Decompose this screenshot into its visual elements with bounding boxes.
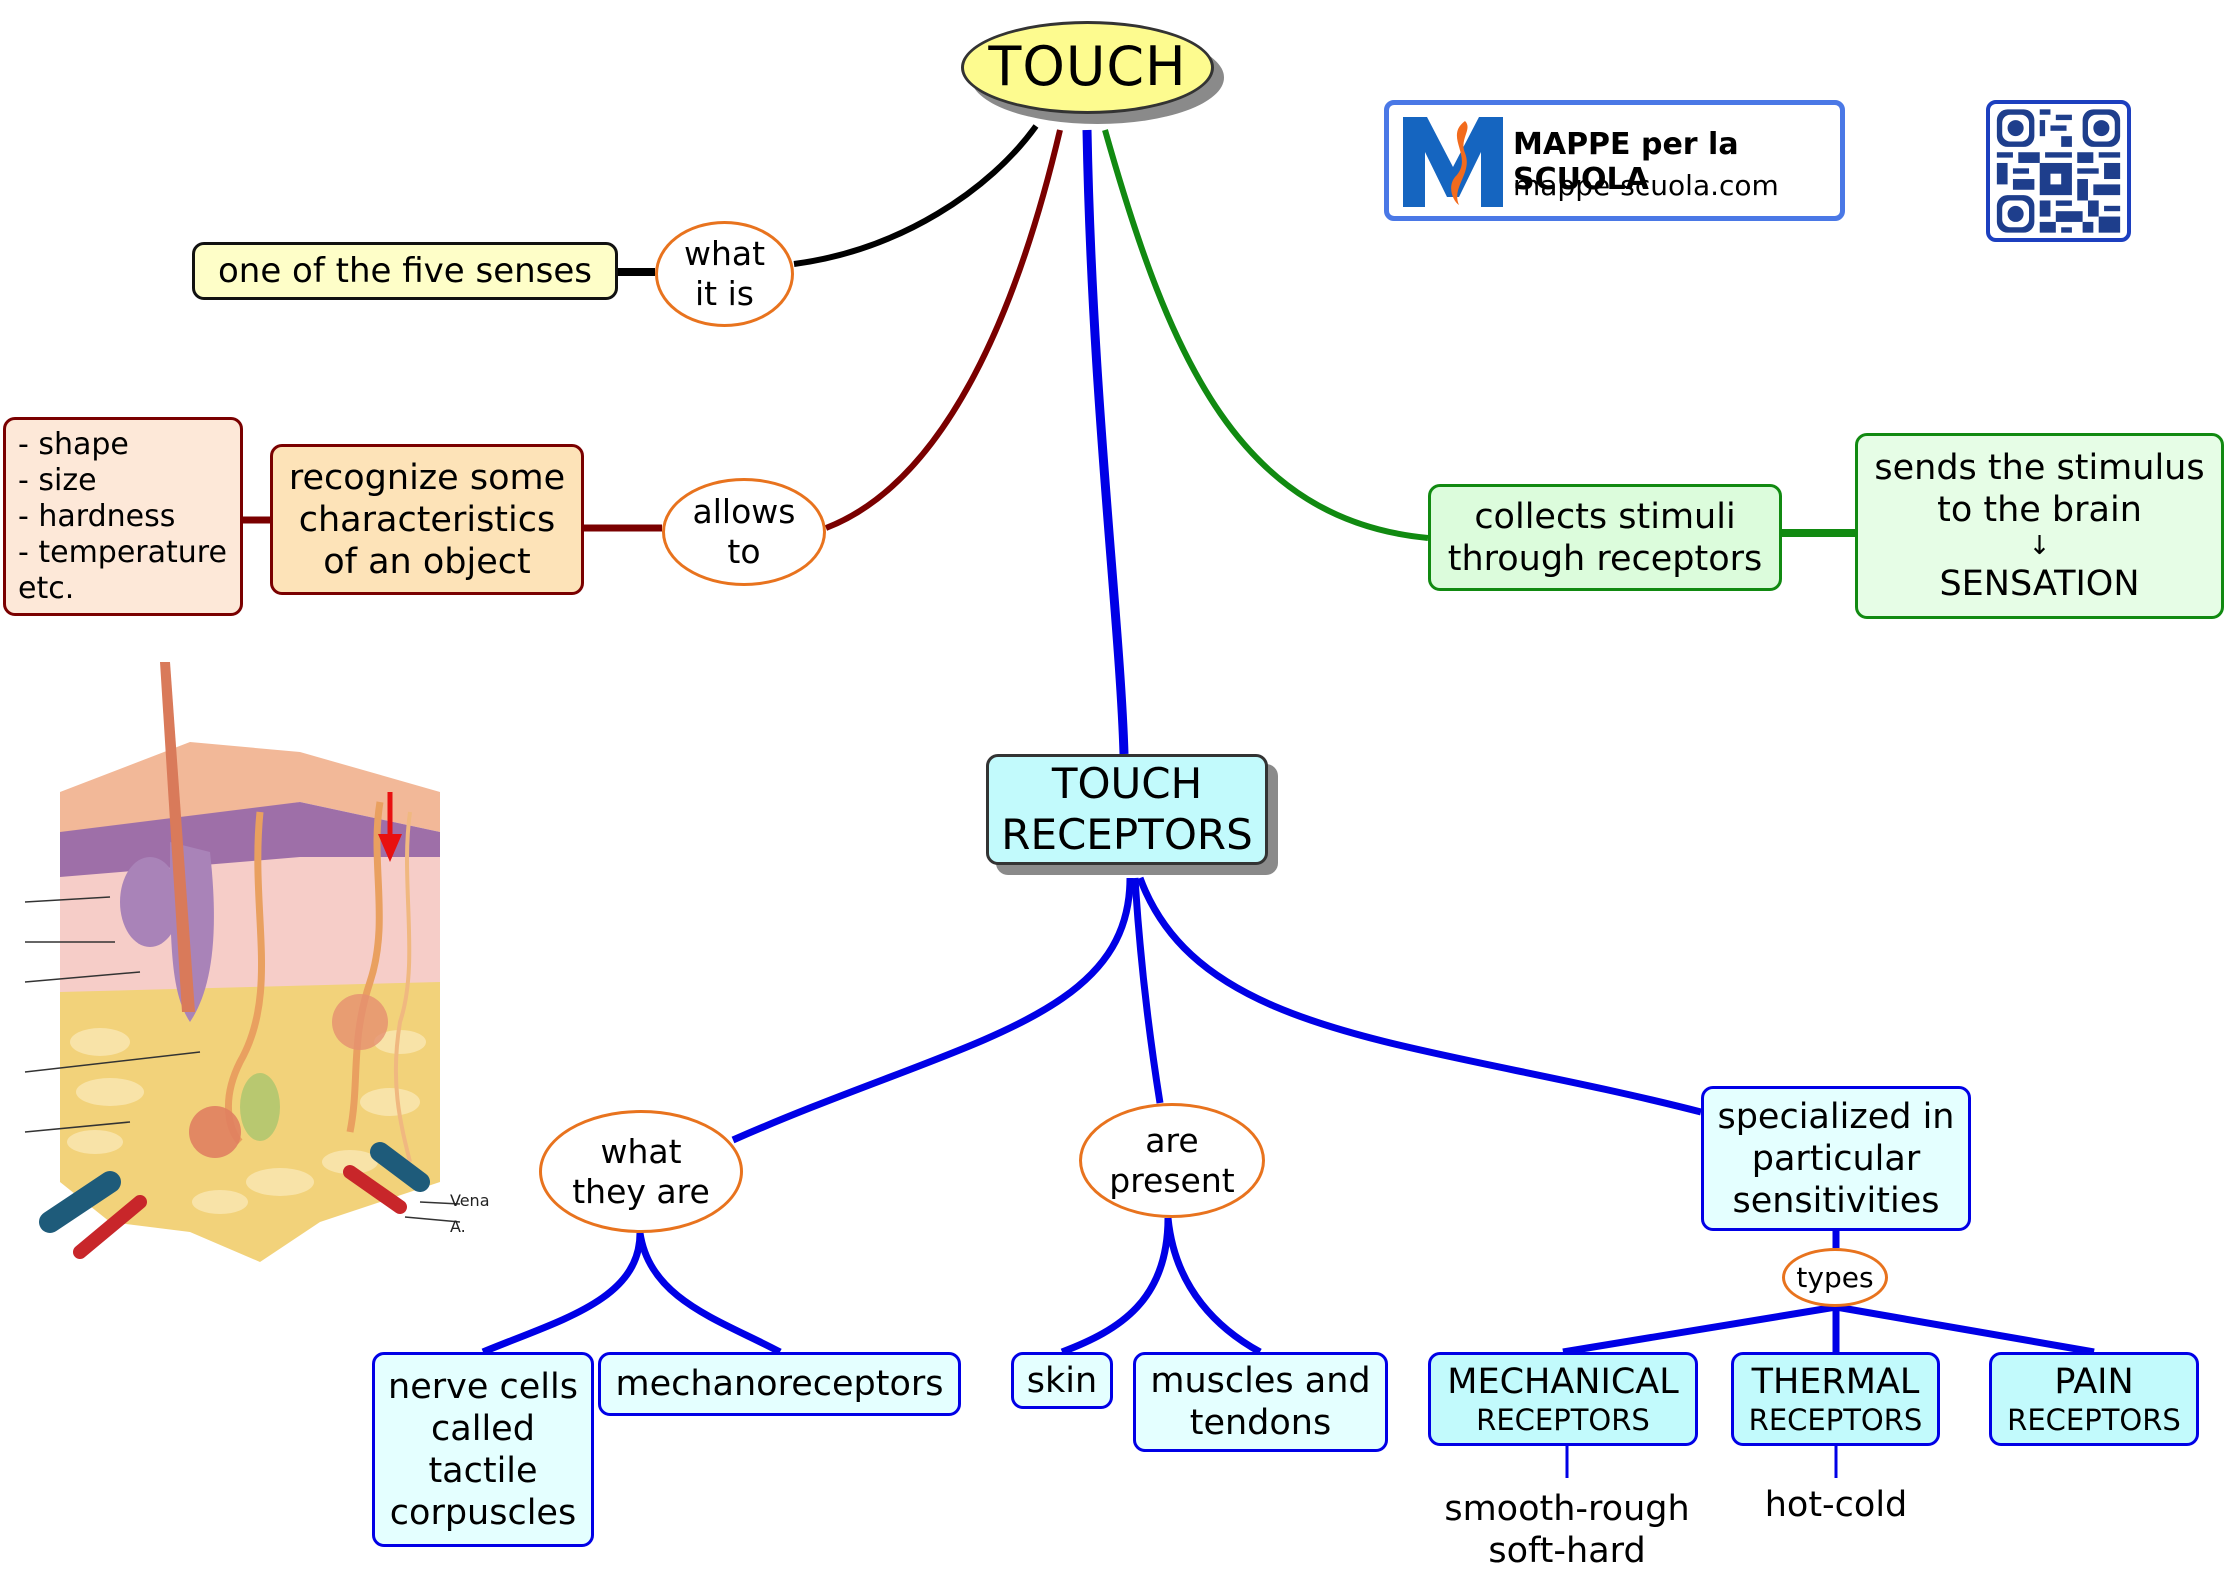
example-label: smooth-rough soft-hard: [1444, 1489, 1690, 1571]
connector-are-present[interactable]: are present: [1079, 1103, 1265, 1218]
example-mechanical: smooth-rough soft-hard: [1412, 1480, 1722, 1580]
connector-label: types: [1796, 1260, 1874, 1294]
node-sends-stimulus[interactable]: sends the stimulus to the brain ↓ SENSAT…: [1855, 433, 2224, 619]
brand-logo[interactable]: MAPPE per la SCUOLA mappe-scuola.com: [1384, 100, 1845, 221]
root-node-touch[interactable]: TOUCH: [961, 21, 1214, 114]
node-label: nerve cells called tactile corpuscles: [388, 1366, 578, 1533]
node-one-of-five-senses[interactable]: one of the five senses: [192, 242, 618, 300]
node-touch-receptors[interactable]: TOUCH RECEPTORS: [986, 754, 1268, 865]
connector-what-they-are[interactable]: what they are: [539, 1110, 743, 1233]
connector-label: what it is: [683, 234, 766, 313]
wire-what-they-are-nerve: [481, 1232, 644, 1356]
node-muscles-tendons[interactable]: muscles and tendons: [1133, 1352, 1388, 1452]
type-line2: RECEPTORS: [2007, 1402, 2181, 1437]
example-thermal: hot-cold: [1726, 1480, 1946, 1530]
node-thermal-receptors[interactable]: THERMAL RECEPTORS: [1731, 1352, 1940, 1446]
node-label-line1: sends the stimulus to the brain: [1874, 448, 2205, 531]
wire-root-what-it-is: [793, 124, 1039, 267]
sensation-label: SENSATION: [1939, 563, 2140, 604]
wire-what-they-are-mechano: [636, 1232, 782, 1356]
wire-receptors-present: [1131, 877, 1164, 1104]
node-label: TOUCH RECEPTORS: [1001, 759, 1253, 859]
qr-pattern: [1996, 109, 2121, 233]
wire-receptors-what-they-are: [731, 877, 1134, 1144]
wire-types-mechanical: [1562, 1303, 1837, 1356]
wire-present-muscles: [1164, 1217, 1262, 1356]
node-mechanoreceptors[interactable]: mechanoreceptors: [598, 1352, 961, 1416]
node-characteristics-list[interactable]: - shape - size - hardness - temperature …: [3, 417, 243, 616]
type-line2: RECEPTORS: [1748, 1402, 1923, 1437]
connector-label: allows to: [692, 492, 796, 571]
connector-label: what they are: [572, 1131, 710, 1211]
wire-receptors-specialized: [1136, 876, 1702, 1116]
type-line2: RECEPTORS: [1476, 1402, 1650, 1437]
node-pain-receptors[interactable]: PAIN RECEPTORS: [1989, 1352, 2199, 1446]
node-skin[interactable]: skin: [1011, 1352, 1113, 1409]
vena-label: Vena: [450, 1191, 490, 1210]
type-line1: PAIN: [2054, 1361, 2134, 1402]
node-label: skin: [1026, 1360, 1098, 1401]
connector-what-it-is[interactable]: what it is: [655, 221, 794, 327]
node-label: recognize some characteristics of an obj…: [288, 457, 566, 582]
down-arrow-icon: ↓: [2028, 531, 2051, 562]
node-label: one of the five senses: [217, 250, 593, 291]
mappe-logo-icon: [1403, 117, 1503, 207]
node-label: mechanoreceptors: [615, 1364, 944, 1404]
type-line1: THERMAL: [1751, 1361, 1920, 1402]
connector-label: are present: [1109, 1120, 1235, 1200]
wire-root-receptors: [1082, 129, 1129, 755]
characteristics-list-text: - shape - size - hardness - temperature …: [18, 426, 227, 606]
wire-root-collects: [1102, 129, 1429, 541]
logo-url[interactable]: mappe-scuola.com: [1513, 169, 1779, 202]
example-label: hot-cold: [1764, 1485, 1908, 1525]
wire-root-allows: [824, 129, 1063, 531]
qr-code-icon[interactable]: [1986, 100, 2131, 242]
wire-present-skin: [1060, 1217, 1172, 1356]
artery-label: A.: [450, 1217, 466, 1236]
node-mechanical-receptors[interactable]: MECHANICAL RECEPTORS: [1428, 1352, 1698, 1446]
skin-cross-section-illustration: Vena A.: [24, 662, 490, 1262]
node-label: muscles and tendons: [1150, 1361, 1371, 1443]
node-label: specialized in particular sensitivities: [1717, 1096, 1955, 1221]
node-recognize-characteristics[interactable]: recognize some characteristics of an obj…: [270, 444, 584, 595]
node-nerve-cells[interactable]: nerve cells called tactile corpuscles: [372, 1352, 594, 1547]
type-line1: MECHANICAL: [1447, 1361, 1679, 1402]
node-collects-stimuli[interactable]: collects stimuli through receptors: [1428, 484, 1782, 591]
root-label: TOUCH: [988, 35, 1187, 99]
connector-types[interactable]: types: [1782, 1248, 1888, 1307]
node-specialized-sensitivities[interactable]: specialized in particular sensitivities: [1701, 1086, 1971, 1231]
logo-title: MAPPE per la SCUOLA: [1513, 127, 1739, 197]
connector-allows-to[interactable]: allows to: [662, 478, 826, 586]
wire-types-pain: [1835, 1303, 2095, 1356]
node-label: collects stimuli through receptors: [1447, 496, 1763, 579]
